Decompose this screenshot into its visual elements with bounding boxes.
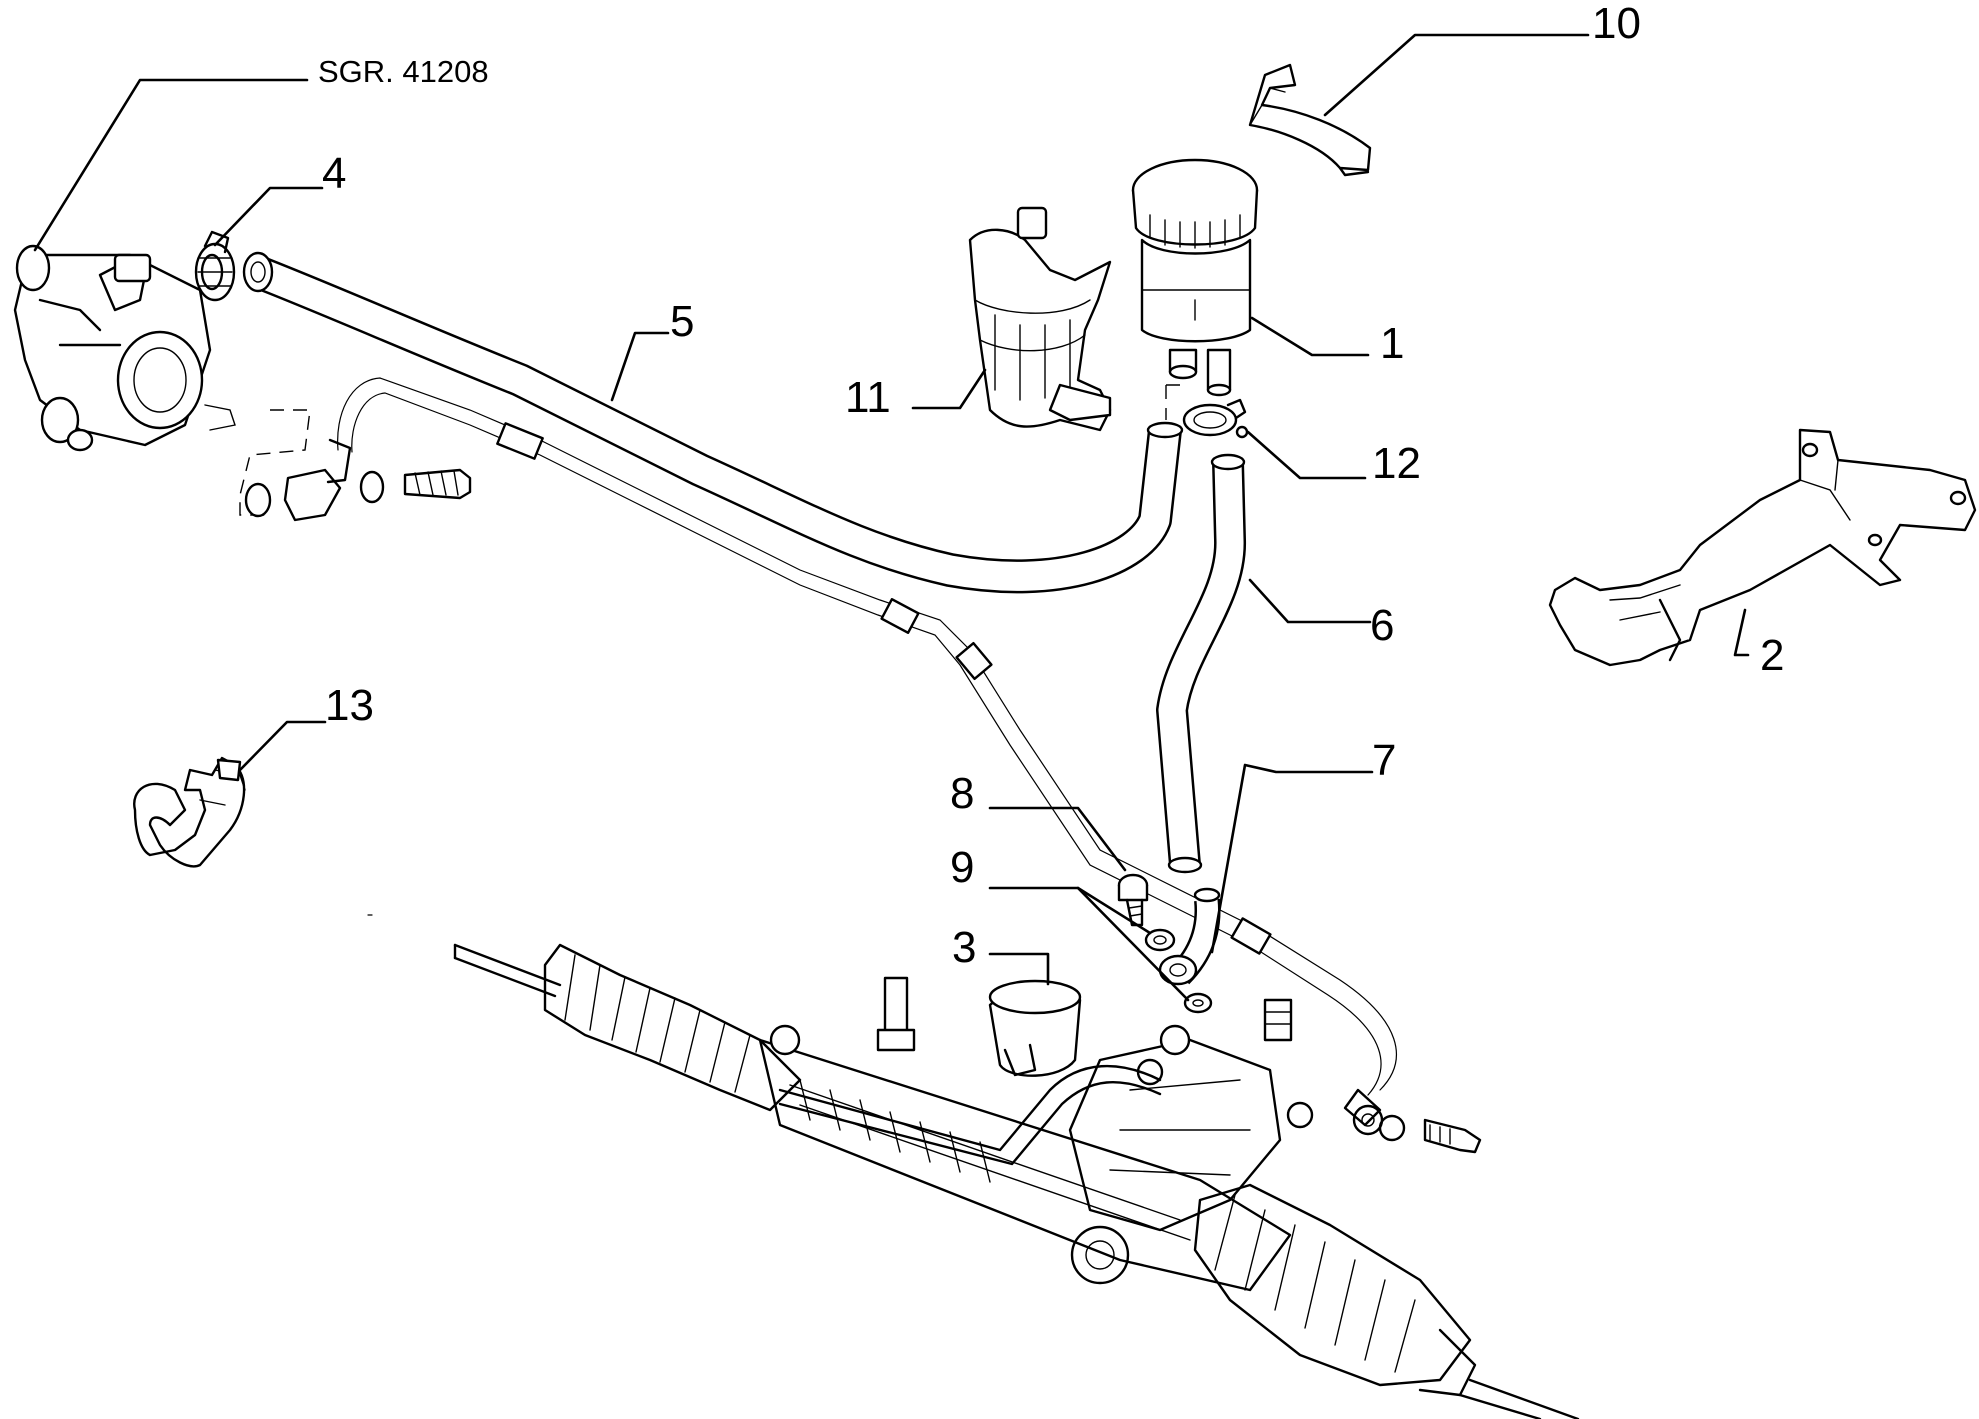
callout-13: 13 bbox=[325, 681, 374, 730]
callout-8: 8 bbox=[950, 769, 974, 818]
callout-5: 5 bbox=[670, 297, 694, 346]
supply-hose bbox=[242, 251, 1184, 594]
fluid-reservoir bbox=[1131, 158, 1259, 420]
mounting-bracket bbox=[1548, 428, 1977, 667]
labels: SGR. 41208 1 2 3 4 5 6 7 8 9 10 11 12 13 bbox=[318, 0, 1784, 972]
pump-fixings bbox=[239, 409, 472, 522]
callout-11: 11 bbox=[845, 373, 891, 422]
return-hose bbox=[1156, 453, 1246, 874]
callout-2: 2 bbox=[1760, 631, 1784, 680]
protective-cap bbox=[988, 979, 1082, 1077]
pressure-pipe bbox=[337, 377, 1397, 1127]
callout-4: 4 bbox=[322, 149, 346, 198]
callout-12: 12 bbox=[1372, 439, 1421, 488]
callout-10: 10 bbox=[1592, 0, 1641, 48]
steering-rack bbox=[367, 914, 1580, 1419]
sealing-washers bbox=[1144, 928, 1213, 1014]
banjo-bolt bbox=[1117, 873, 1149, 927]
leader-lines bbox=[33, 33, 1750, 1002]
hose-clamp-4 bbox=[194, 230, 236, 302]
callout-3: 3 bbox=[952, 923, 976, 972]
callout-9: 9 bbox=[950, 843, 974, 892]
reservoir-bracket bbox=[968, 206, 1112, 432]
callout-6: 6 bbox=[1370, 601, 1394, 650]
hose-clip-12 bbox=[1182, 398, 1249, 439]
reservoir-strap bbox=[1248, 63, 1372, 177]
callout-7: 7 bbox=[1372, 736, 1396, 785]
reference-code: SGR. 41208 bbox=[318, 54, 489, 89]
power-steering-pump bbox=[13, 244, 236, 452]
callout-1: 1 bbox=[1380, 319, 1404, 368]
pipe-clip-13 bbox=[133, 756, 246, 868]
